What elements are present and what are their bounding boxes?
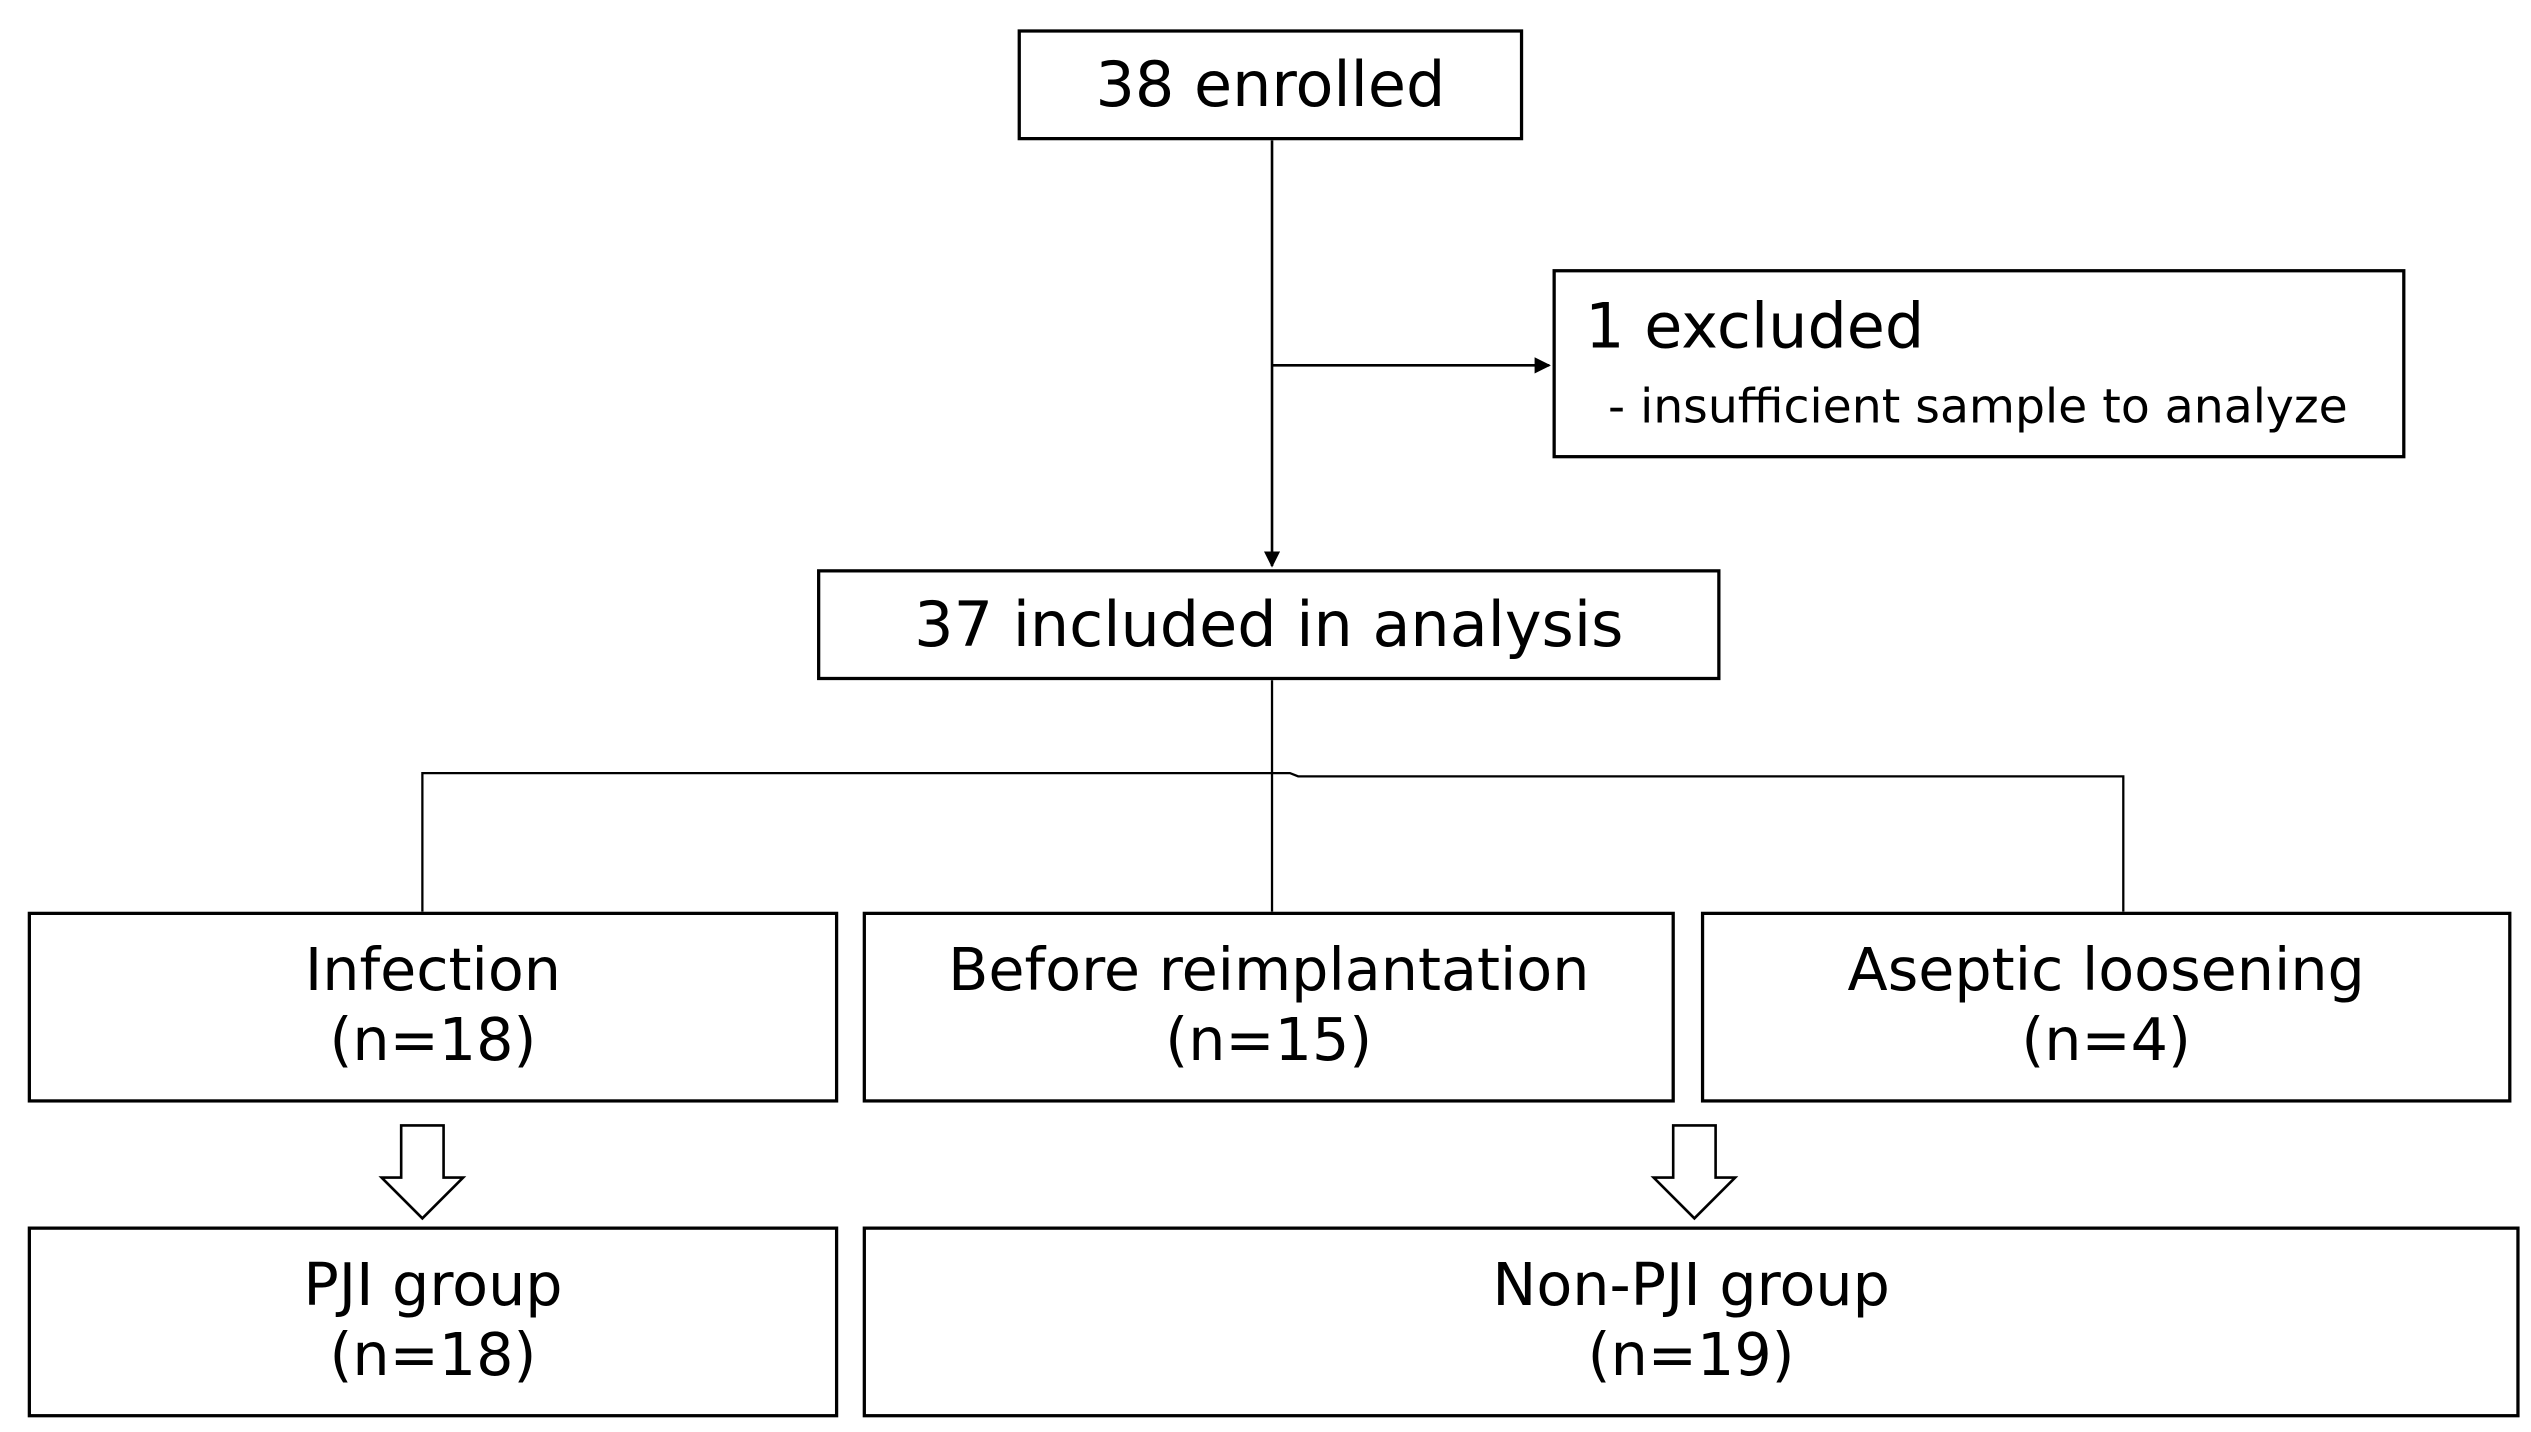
pji-group-label: PJI group (303, 1252, 563, 1320)
before-reimplantation-count: (n=15) (1165, 1007, 1373, 1075)
enrolled-label: 38 enrolled (1095, 48, 1446, 121)
infection-label: Infection (304, 937, 561, 1005)
non-pji-group-label: Non-PJI group (1492, 1252, 1890, 1320)
infection-box: Infection (n=18) (27, 911, 839, 1103)
pji-group-box: PJI group (n=18) (27, 1226, 839, 1418)
non-pji-group-count: (n=19) (1587, 1321, 1795, 1389)
hollow-arrow-to-pji-group (378, 1124, 467, 1221)
infection-count: (n=18) (329, 1007, 537, 1075)
excluded-box: 1 excluded - insufficient sample to anal… (1552, 269, 2406, 459)
excluded-title: 1 excluded (1585, 290, 1925, 363)
enrolled-box: 38 enrolled (1017, 29, 1524, 141)
included-box: 37 included in analysis (817, 569, 1721, 681)
hollow-arrow-to-non-pji-group (1650, 1124, 1739, 1221)
before-reimplantation-label: Before reimplantation (948, 937, 1590, 1005)
excluded-reason: - insufficient sample to analyze (1607, 378, 2348, 434)
included-label: 37 included in analysis (914, 588, 1624, 660)
connector-split-bar (421, 771, 2125, 912)
before-reimplantation-box: Before reimplantation (n=15) (862, 911, 1675, 1103)
aseptic-loosening-count: (n=4) (2021, 1007, 2191, 1075)
pji-group-count: (n=18) (329, 1321, 537, 1389)
non-pji-group-box: Non-PJI group (n=19) (862, 1226, 2520, 1418)
aseptic-loosening-box: Aseptic loosening (n=4) (1700, 911, 2512, 1103)
aseptic-loosening-label: Aseptic loosening (1847, 937, 2365, 1005)
